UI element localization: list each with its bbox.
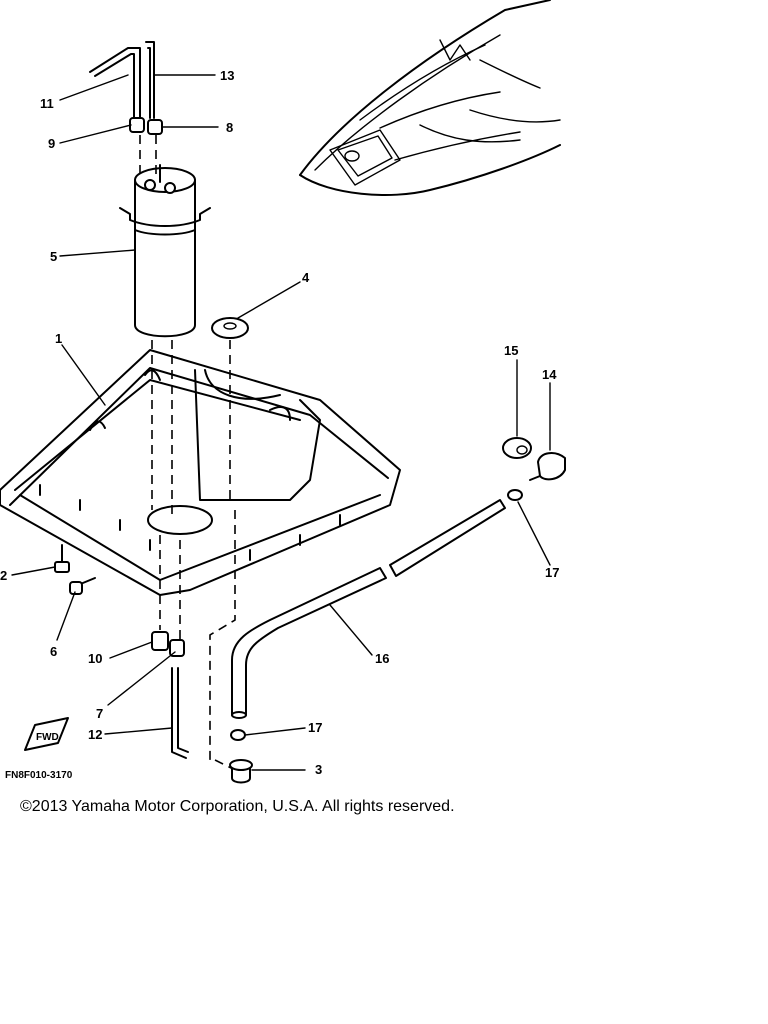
callout-4: 4 (302, 270, 310, 285)
clamps (230, 489, 523, 741)
hose-16 (231, 499, 506, 719)
callout-12: 12 (88, 727, 102, 742)
grommet-3 (229, 759, 253, 784)
callout-16: 16 (375, 651, 389, 666)
lower-caps (151, 631, 185, 657)
callout-9: 9 (48, 136, 55, 151)
callout-17a: 17 (545, 565, 559, 580)
callout-1: 1 (55, 331, 62, 346)
hose-12 (171, 667, 189, 759)
copyright-notice: ©2013 Yamaha Motor Corporation, U.S.A. A… (20, 798, 455, 815)
front-direction-marker: FWD (24, 717, 69, 751)
figure-code: FN8F010-3170 (5, 770, 73, 781)
fittings (502, 437, 566, 481)
hose-caps (129, 117, 163, 135)
callout-2: 2 (0, 568, 7, 583)
bolts (54, 544, 96, 595)
watercraft-hull-sketch (299, 0, 561, 196)
callout-6: 6 (50, 644, 57, 659)
base-tray (0, 349, 401, 596)
callout-17b: 17 (308, 720, 322, 735)
callout-13: 13 (220, 68, 234, 83)
callout-5: 5 (50, 249, 57, 264)
callout-7: 7 (96, 706, 103, 721)
grommet-4 (211, 317, 249, 339)
callout-11: 11 (40, 96, 54, 111)
callout-3: 3 (315, 762, 322, 777)
assembly-lines (139, 135, 236, 771)
callout-8: 8 (226, 120, 233, 135)
hose-11-13 (89, 41, 155, 119)
callout-numbers: 11 13 9 8 5 4 1 15 14 17 2 6 10 16 7 17 … (0, 68, 559, 777)
filter-cylinder (119, 164, 211, 338)
callout-10: 10 (88, 651, 102, 666)
callout-14: 14 (542, 367, 557, 382)
leader-lines (11, 74, 551, 771)
callout-15: 15 (504, 343, 518, 358)
svg-text:FWD: FWD (36, 732, 59, 743)
